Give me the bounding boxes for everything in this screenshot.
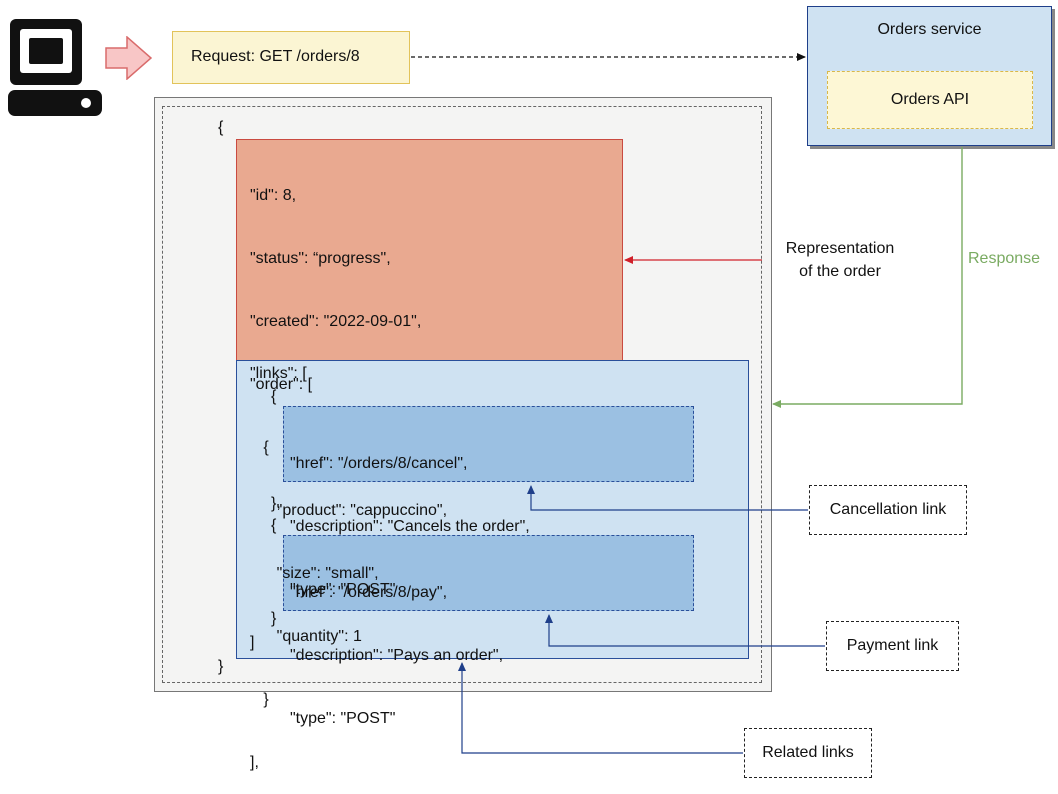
order-fields: "id": 8, "status": “progress", "created"…	[250, 143, 447, 794]
code-line: "id": 8,	[250, 187, 297, 204]
orders-api-box: Orders API	[827, 71, 1033, 129]
cancel-link-box	[283, 406, 694, 482]
code-line: }	[250, 691, 269, 708]
pay-link-box	[283, 535, 694, 611]
code-line: "product": "cappuccino",	[250, 502, 448, 519]
related-links-label: Related links	[762, 744, 854, 761]
cancel-link-fields: "href": "/orders/8/cancel", "description…	[290, 411, 530, 621]
code-line: "status": “progress",	[250, 250, 391, 267]
payment-link-label: Payment link	[846, 637, 939, 654]
code-line: "order": [	[250, 376, 313, 393]
code-line: "size": "small",	[250, 565, 379, 582]
pay-link-fields: "href": "/orders/8/pay", "description": …	[290, 540, 503, 750]
payment-connector	[545, 614, 825, 647]
brace1-close: },	[271, 495, 281, 512]
orders-api-label: Orders API	[890, 91, 970, 108]
related-connector	[458, 662, 743, 754]
payment-link-callout: Payment link	[826, 621, 959, 671]
cancellation-link-label: Cancellation link	[829, 501, 947, 518]
request-label: Request: GET /orders/8	[191, 48, 360, 65]
representation-label: Representation of the order	[785, 240, 895, 280]
links-close: ]	[250, 634, 255, 651]
code-line: "created": "2022-09-01",	[250, 313, 422, 330]
order-representation-box	[236, 139, 623, 362]
orders-service-title: Orders service	[877, 21, 982, 38]
cancellation-connector	[527, 485, 808, 511]
code-line: "quantity": 1	[250, 628, 362, 645]
related-links-callout: Related links	[744, 728, 872, 778]
code-line: "href": "/orders/8/cancel",	[290, 455, 468, 472]
code-line: {	[250, 439, 269, 456]
code-line: "href": "/orders/8/pay",	[290, 584, 448, 601]
arrow-right-icon	[105, 35, 153, 81]
code-line: "type": "POST"	[290, 710, 396, 727]
brace2-close: }	[271, 610, 277, 627]
brace2-open: {	[271, 517, 277, 534]
response-label: Response	[968, 250, 1041, 267]
brace1-open: {	[271, 388, 277, 405]
links-open: "links": [	[250, 365, 307, 382]
json-open-brace: {	[218, 119, 224, 136]
code-line: ],	[250, 754, 259, 771]
code-line: "type": "POST"	[290, 581, 396, 598]
orders-service-box: Orders service Orders API	[807, 6, 1052, 146]
request-box: Request: GET /orders/8	[172, 31, 410, 84]
response-arrow	[772, 147, 963, 408]
cancellation-link-callout: Cancellation link	[809, 485, 967, 535]
json-close-brace: }	[218, 658, 224, 675]
computer-icon	[8, 17, 103, 117]
code-line: "description": "Pays an order",	[290, 647, 504, 664]
code-line: "description": "Cancels the order",	[290, 518, 530, 535]
